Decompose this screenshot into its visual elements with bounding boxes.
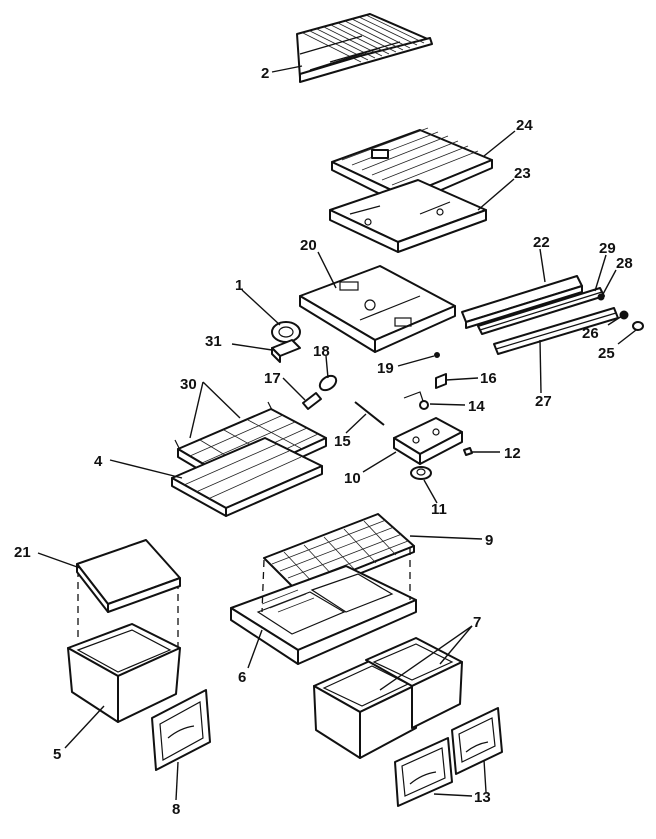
lens-part-18 <box>318 374 338 392</box>
rod-part-15 <box>354 401 385 426</box>
callout-label: 7 <box>473 614 481 631</box>
callout-label: 27 <box>535 393 552 410</box>
shelf-base-part-23 <box>329 179 487 253</box>
callout-label: 31 <box>205 333 222 350</box>
callout-label: 21 <box>14 544 31 561</box>
bracket-part-1 <box>271 321 301 343</box>
callout-label: 1 <box>235 277 243 294</box>
clip-part-31 <box>271 339 301 363</box>
screw-part-12 <box>463 447 473 456</box>
cap-part-25 <box>632 321 644 331</box>
callout-label: 23 <box>514 165 531 182</box>
leader-lines <box>37 65 637 801</box>
callout-label: 25 <box>598 345 615 362</box>
wire-part-14 <box>403 391 429 410</box>
rail-part-22 <box>461 275 583 329</box>
nut-part-26 <box>619 310 629 320</box>
callout-label: 4 <box>94 453 103 470</box>
callout-label: 14 <box>468 398 485 415</box>
knob-part-16 <box>435 373 447 389</box>
callout-label: 16 <box>480 370 497 387</box>
callout-label: 30 <box>180 376 197 393</box>
callout-label: 24 <box>516 117 533 134</box>
callout-label: 6 <box>238 669 246 686</box>
callout-label: 5 <box>53 746 61 763</box>
callout-label: 29 <box>599 240 616 257</box>
screw-part-19 <box>434 352 440 358</box>
dial-part-11 <box>410 466 432 480</box>
callout-label: 17 <box>264 370 281 387</box>
callout-label: 28 <box>616 255 633 272</box>
control-housing-part-10 <box>393 417 463 465</box>
drawer-part-5 <box>67 623 181 723</box>
callout-label: 10 <box>344 470 361 487</box>
drawer-front-part-13-right <box>451 707 503 775</box>
wire-shelf-part-2 <box>296 13 433 83</box>
drawer-front-part-13-left <box>394 737 453 807</box>
alignment-line <box>261 559 265 613</box>
callout-label: 15 <box>334 433 351 450</box>
panel-part-20 <box>299 265 456 353</box>
callout-label: 20 <box>300 237 317 254</box>
drawer-cover-part-21 <box>76 539 181 613</box>
callout-label: 12 <box>504 445 521 462</box>
callout-label: 9 <box>485 532 493 549</box>
callout-label: 8 <box>172 801 180 818</box>
callout-label: 18 <box>313 343 330 360</box>
callout-label: 13 <box>474 789 491 806</box>
callout-label: 26 <box>582 325 599 342</box>
callout-label: 11 <box>431 501 447 518</box>
lamp-part-17 <box>302 392 322 410</box>
callout-label: 2 <box>261 65 269 82</box>
callout-label: 19 <box>377 360 394 377</box>
drawer-front-part-8 <box>151 689 211 771</box>
callout-label: 22 <box>533 234 550 251</box>
crisper-frame-part-6 <box>230 565 417 665</box>
wire-shelf-part-4 <box>171 437 323 517</box>
